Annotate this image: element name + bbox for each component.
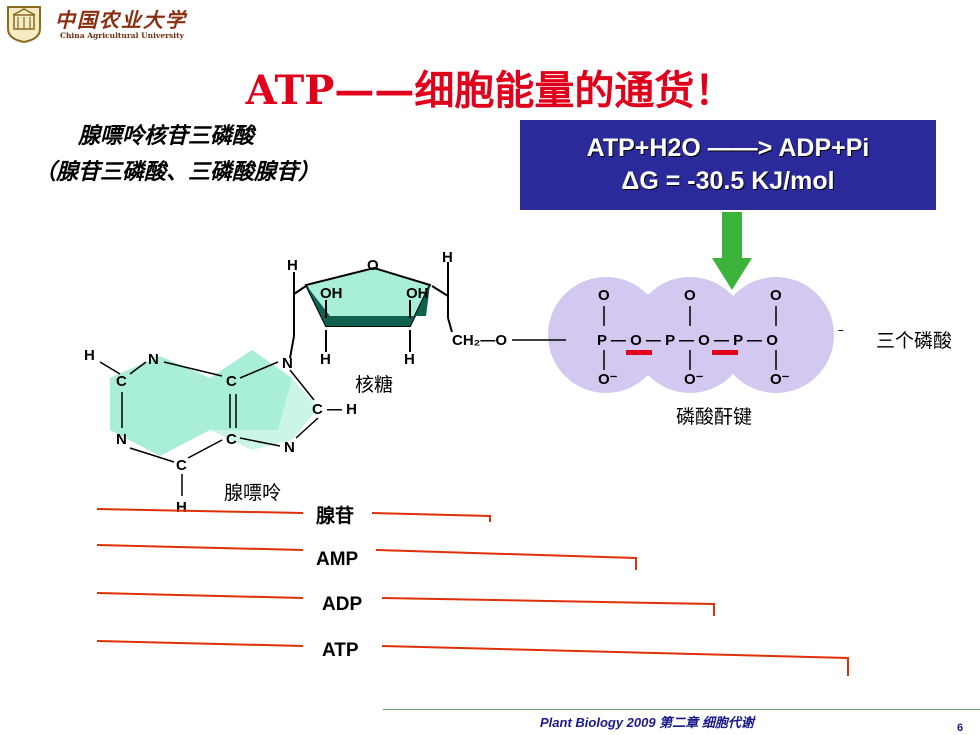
three-phosphates-label: 三个磷酸: [876, 330, 953, 352]
svg-text:H: H: [287, 257, 298, 274]
svg-text:O⁻: O⁻: [684, 371, 704, 388]
footer-divider: [383, 709, 980, 710]
university-seal-icon: [7, 6, 41, 44]
svg-text:N: N: [284, 439, 295, 456]
svg-text:OH: OH: [320, 285, 343, 302]
svg-text:C: C: [226, 431, 237, 448]
svg-text:N: N: [282, 355, 293, 372]
phosphate-chain: O P — O — P — O — P — O O O O⁻ O⁻ O⁻ ⁻: [512, 287, 844, 388]
svg-text:O: O: [598, 287, 610, 304]
university-name-cn: 中国农业大学: [55, 8, 187, 32]
atp-label: ATP: [322, 640, 359, 661]
svg-text:O⁻: O⁻: [598, 371, 618, 388]
svg-text:O: O: [367, 257, 379, 274]
svg-text:H: H: [442, 249, 453, 266]
anhydride-bond-markers: [626, 350, 738, 355]
adenosine-label: 腺苷: [316, 506, 355, 527]
subtitle-aliases: （腺苷三磷酸、三磷酸腺苷）: [34, 159, 321, 185]
phosphate-group-bg: [548, 277, 834, 393]
svg-text:O: O: [684, 287, 696, 304]
amp-label: AMP: [316, 549, 359, 570]
university-name-en: China Agricultural University: [60, 31, 184, 40]
svg-text:H: H: [320, 351, 331, 368]
svg-text:H: H: [176, 499, 187, 516]
svg-text:N: N: [116, 431, 127, 448]
university-logo: [4, 3, 44, 44]
page-number: 6: [957, 722, 964, 734]
svg-text:C: C: [176, 457, 187, 474]
svg-text:H: H: [404, 351, 415, 368]
down-arrow-icon: [712, 212, 752, 290]
equation-box: ATP+H2O ——> ADP+Pi ΔG = -30.5 KJ/mol: [520, 120, 936, 210]
svg-text:O: O: [770, 287, 782, 304]
adp-label: ADP: [322, 594, 363, 615]
svg-text:N: N: [148, 351, 159, 368]
svg-text:C — H: C — H: [312, 401, 357, 418]
equation-hydrolysis: ATP+H2O ——> ADP+Pi: [586, 134, 870, 162]
svg-text:OH: OH: [406, 285, 429, 302]
ribose-ring: H O H OH OH H H CH₂—O: [287, 249, 507, 368]
component-brackets: [96, 508, 849, 676]
svg-text:C: C: [226, 373, 237, 390]
subtitle-full-name: 腺嘌呤核苷三磷酸: [78, 123, 255, 149]
adenine-label: 腺嘌呤: [224, 482, 282, 504]
svg-text:CH₂—O: CH₂—O: [452, 332, 507, 349]
svg-text:C: C: [116, 373, 127, 390]
slide-title: ATP——细胞能量的通货！: [245, 67, 735, 114]
svg-text:P — O — P — O — P — O: P — O — P — O — P — O: [597, 332, 778, 349]
svg-text:H: H: [84, 347, 95, 364]
svg-text:O⁻: O⁻: [770, 371, 790, 388]
svg-text:⁻: ⁻: [838, 327, 844, 339]
footer-course-title: Plant Biology 2009 第二章 细胞代谢: [540, 715, 754, 730]
adenine-rings: H C N C N C — H N C N C H: [84, 335, 357, 516]
ribose-label: 核糖: [355, 374, 394, 396]
equation-free-energy: ΔG = -30.5 KJ/mol: [621, 167, 835, 195]
anhydride-bond-label: 磷酸酐键: [676, 406, 753, 428]
